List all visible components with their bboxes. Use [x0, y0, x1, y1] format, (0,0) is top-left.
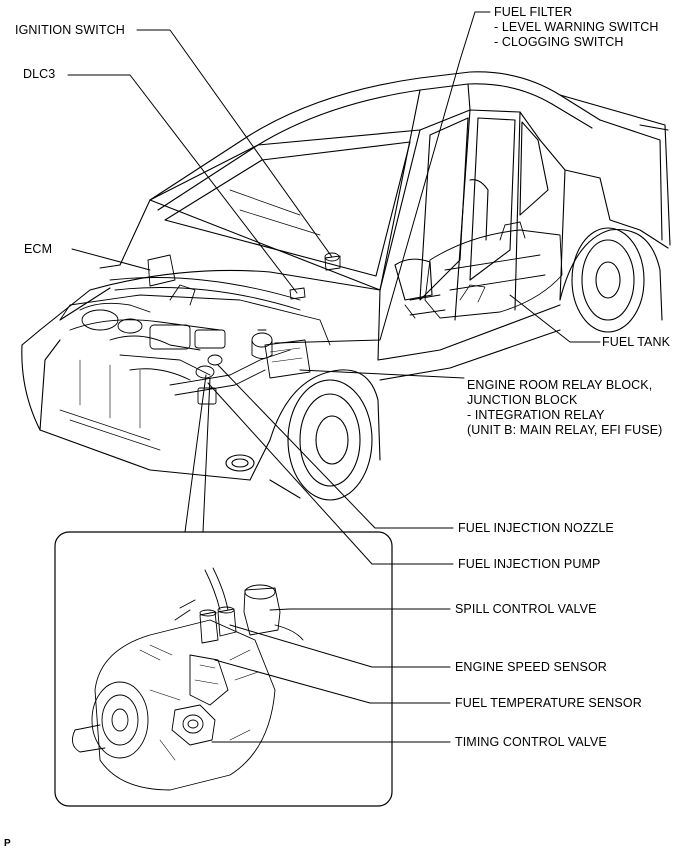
fuel-filter-item-level: - LEVEL WARNING SWITCH	[494, 20, 659, 34]
label-timing-control-valve: TIMING CONTROL VALVE	[455, 735, 607, 749]
leader-pump	[207, 382, 454, 565]
label-engine-speed-sensor: ENGINE SPEED SENSOR	[455, 660, 607, 674]
leader-nozzle	[217, 364, 454, 529]
figure-code: P	[4, 838, 11, 849]
leader-speed-sensor	[229, 624, 451, 668]
leader-lines	[67, 11, 601, 743]
label-relay-block: ENGINE ROOM RELAY BLOCK, JUNCTION BLOCK …	[467, 378, 662, 438]
leader-fuel-filter	[274, 11, 491, 344]
leader-spill-valve	[269, 608, 451, 611]
label-spill-control-valve: SPILL CONTROL VALVE	[455, 602, 597, 616]
relay-block-line3: - INTEGRATION RELAY	[467, 408, 605, 422]
label-fuel-tank: FUEL TANK	[602, 335, 671, 349]
leader-relay-block	[299, 369, 465, 379]
label-fuel-temperature-sensor: FUEL TEMPERATURE SENSOR	[455, 696, 642, 710]
label-fuel-injection-nozzle: FUEL INJECTION NOZZLE	[458, 521, 614, 535]
fuel-tank	[404, 221, 563, 319]
leader-ignition-switch	[136, 29, 333, 258]
leader-dlc3	[67, 74, 298, 294]
fuel-filter-item-clogging: - CLOGGING SWITCH	[494, 35, 624, 49]
leader-fuel-tank	[509, 294, 601, 343]
truck-body	[21, 71, 671, 501]
leader-ecm	[71, 248, 151, 271]
injection-pump-detail	[71, 567, 304, 791]
label-fuel-filter: FUEL FILTER - LEVEL WARNING SWITCH - CLO…	[494, 5, 658, 50]
label-ignition-switch: IGNITION SWITCH	[15, 23, 125, 37]
fuel-filter-title: FUEL FILTER	[494, 5, 573, 19]
leader-temp-sensor	[214, 659, 451, 704]
engine-bay	[59, 252, 341, 405]
relay-block-line4: (UNIT B: MAIN RELAY, EFI FUSE)	[467, 423, 663, 437]
detail-inset-frame	[54, 531, 393, 807]
label-dlc3: DLC3	[23, 67, 56, 81]
relay-block-line2: JUNCTION BLOCK	[467, 393, 578, 407]
label-ecm: ECM	[24, 242, 53, 256]
label-fuel-injection-pump: FUEL INJECTION PUMP	[458, 557, 601, 571]
relay-block-line1: ENGINE ROOM RELAY BLOCK,	[467, 378, 653, 392]
